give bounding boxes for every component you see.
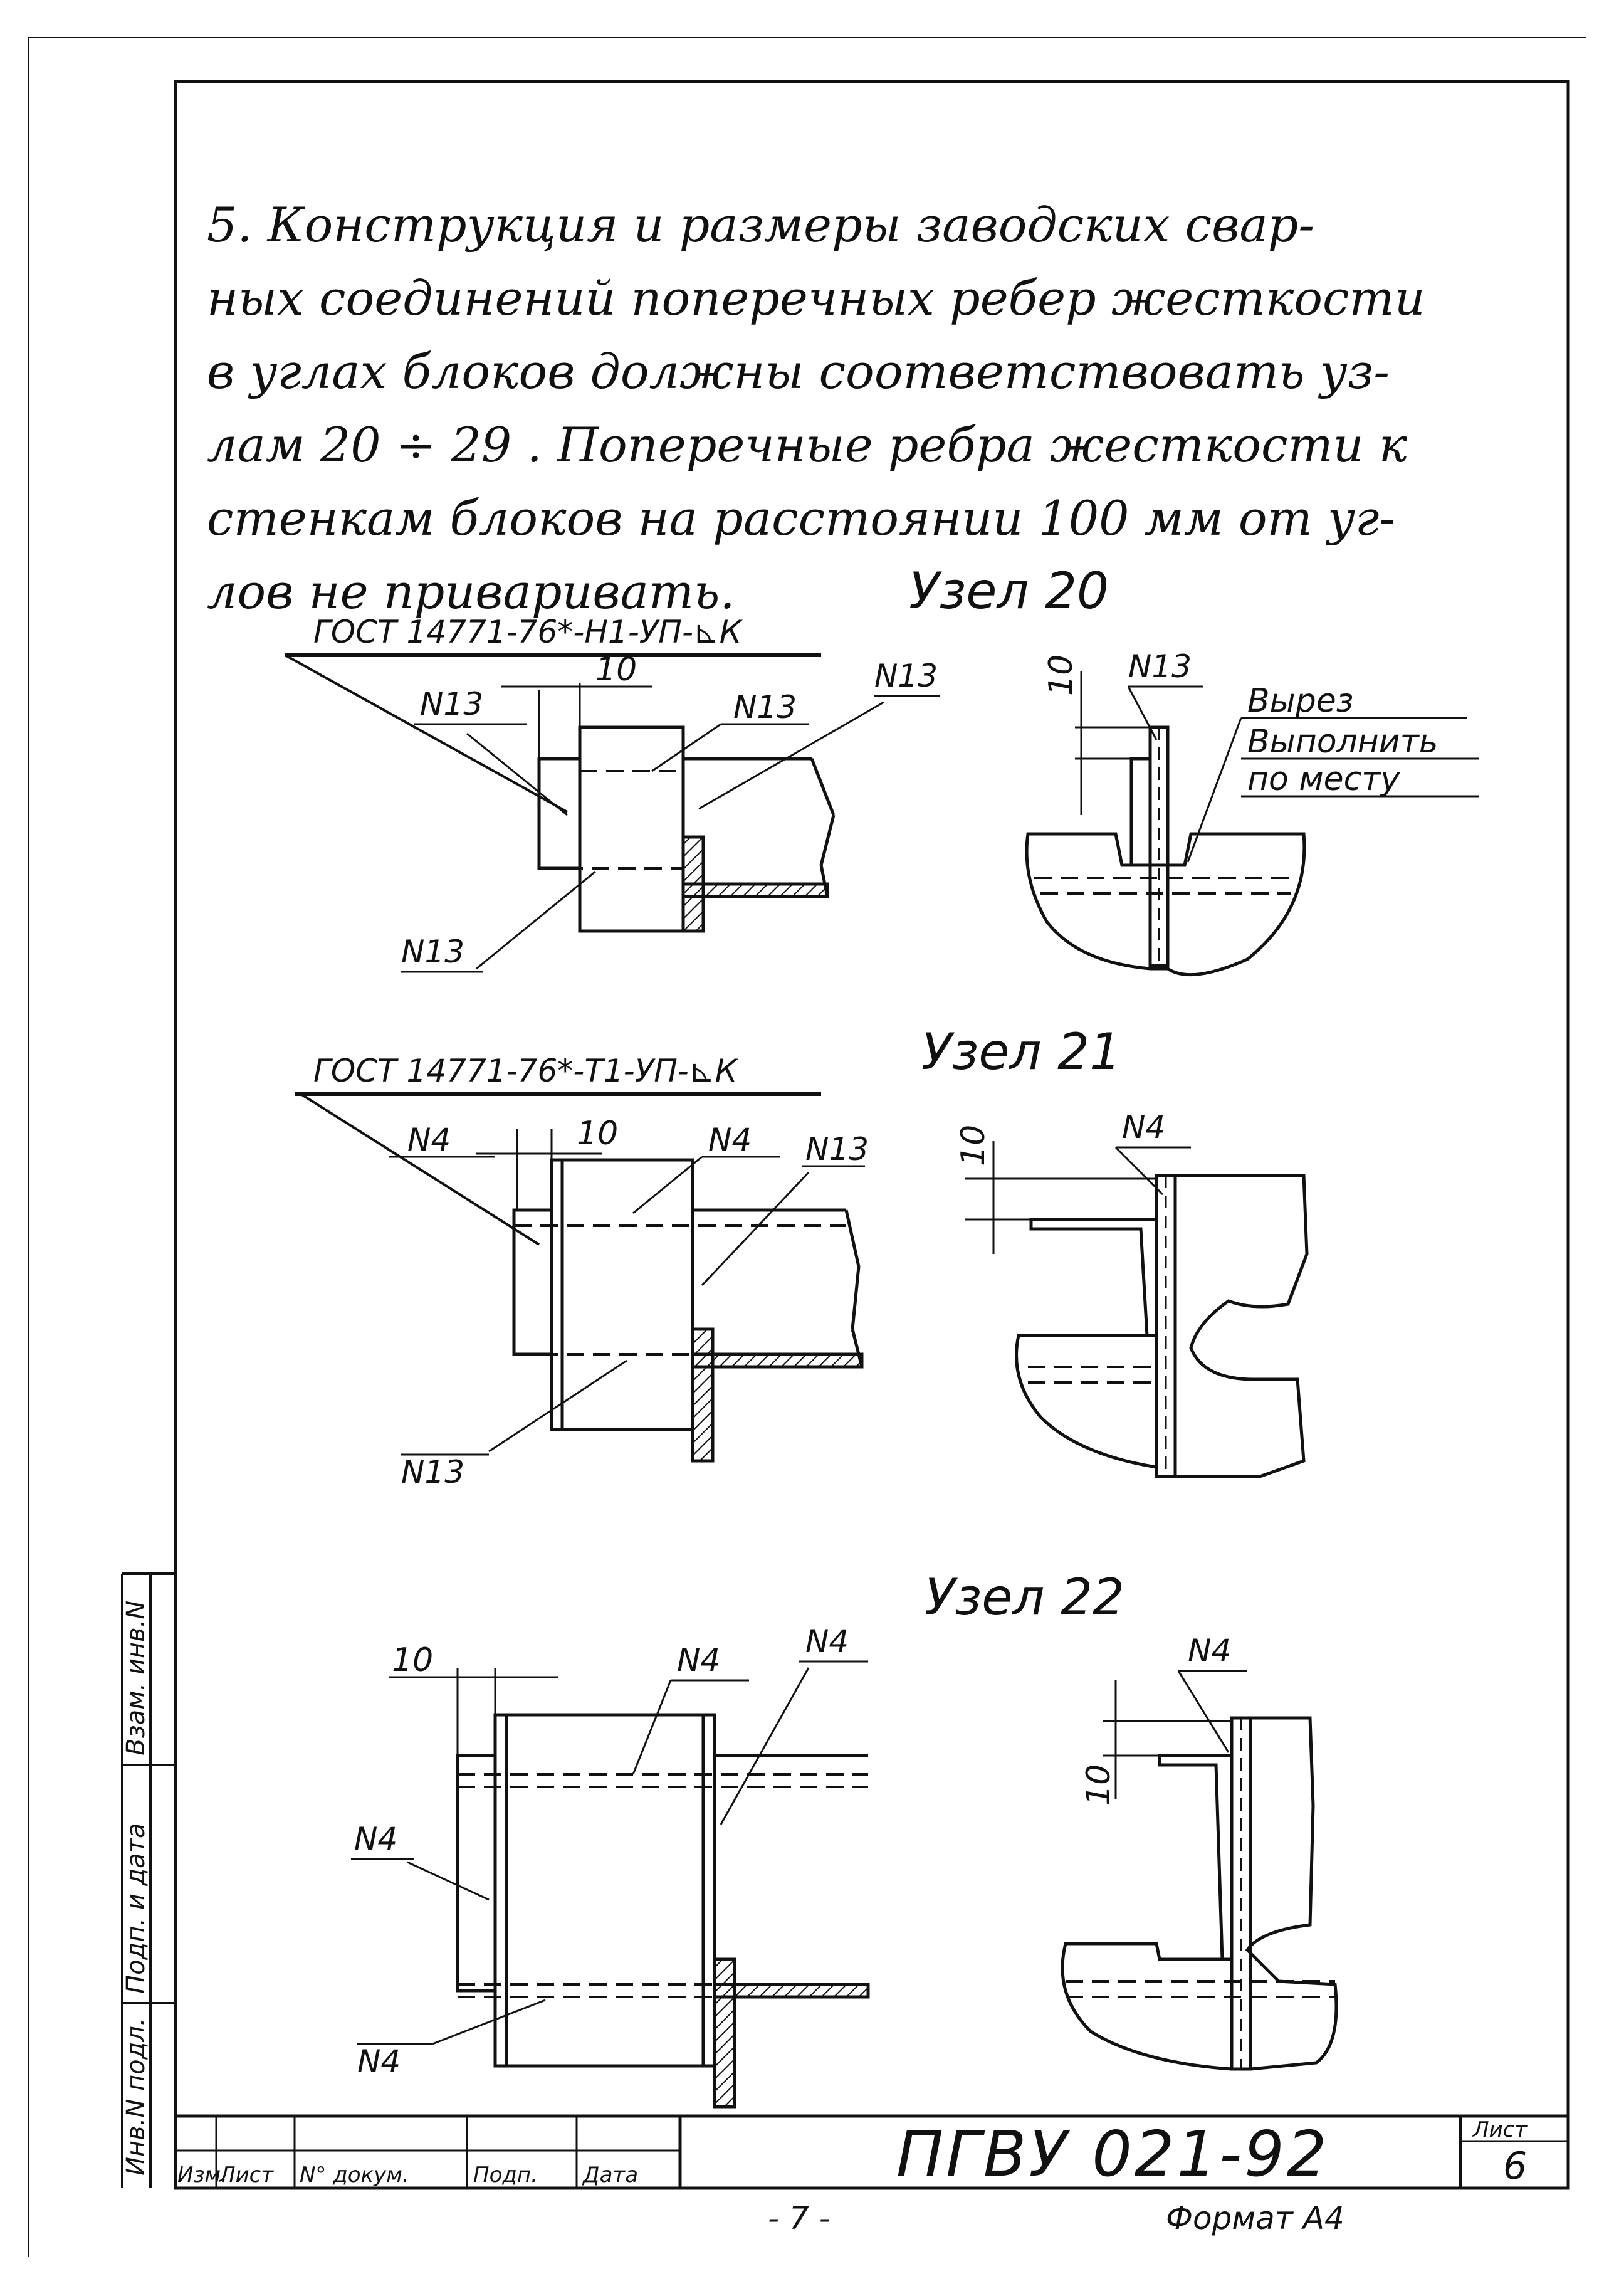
node20-title: Узел 20 <box>909 562 1109 620</box>
node20-detail-mark: N13 <box>1128 648 1192 685</box>
side-stamp-labels: Инв.N подл. Подп. и дата Взам. инв.N <box>122 1601 150 2176</box>
node21-title: Узел 21 <box>921 1023 1121 1081</box>
node21-gost-label: ГОСТ 14771-76*-Т1-УП-⊾К <box>313 1053 739 1089</box>
side-label-sign: Подп. и дата <box>122 1823 150 1994</box>
node21-mark-4: N13 <box>401 1454 464 1490</box>
node20-left-view: ГОСТ 14771-76*-Н1-УП-⊾К 10 N13 N13 N13 N… <box>285 614 940 973</box>
sheet-frame <box>28 37 1586 2257</box>
col-sign: Подп. <box>473 2162 538 2188</box>
node20-mark-4: N13 <box>401 934 464 970</box>
paragraph-line: лов не приваривать. <box>207 564 735 619</box>
sheet-label: Лист <box>1472 2117 1528 2142</box>
doc-code: ПГВУ 021-92 <box>896 2117 1329 2191</box>
node20-note-1: Вырез <box>1247 682 1353 720</box>
node20-gost-label: ГОСТ 14771-76*-Н1-УП-⊾К <box>313 614 743 650</box>
node22-detail-view: 10 N4 <box>1061 1633 1338 2071</box>
node22-detail-dim: 10 <box>1080 1764 1118 1806</box>
side-label-replace: Взам. инв.N <box>122 1601 150 1756</box>
node21-detail-mark: N4 <box>1122 1109 1165 1145</box>
paragraph-line: в углах блоков должны соответствовать уз… <box>207 344 1390 399</box>
side-label-inv: Инв.N подл. <box>122 2018 150 2176</box>
node21-left-view: ГОСТ 14771-76*-Т1-УП-⊾К 10 N4 N4 N13 N13 <box>295 1053 869 1490</box>
side-stamp <box>121 1572 176 2188</box>
col-list: Лист <box>218 2162 274 2188</box>
node20-detail-view: 10 N13 Вырез Выполнить по месту <box>1025 648 1479 977</box>
node20-mark-2: N13 <box>733 689 797 725</box>
title-block <box>176 2114 1568 2188</box>
paragraph-line: 5. Конструкция и размеры заводских свар- <box>207 197 1314 253</box>
node20-mark-3: N13 <box>874 658 938 694</box>
node21-mark-1: N4 <box>407 1122 451 1158</box>
paragraph-line: ных соединений поперечных ребер жесткост… <box>207 270 1425 326</box>
format-label: Формат А4 <box>1166 2200 1344 2236</box>
node22-detail-mark: N4 <box>1188 1633 1231 1669</box>
node22-mark-3: N4 <box>354 1821 397 1857</box>
node22-dim-10: 10 <box>392 1641 433 1679</box>
node22-mark-1: N4 <box>677 1642 720 1678</box>
node22-mark-2: N4 <box>805 1623 849 1660</box>
node22-mark-4: N4 <box>357 2043 401 2080</box>
node21-detail-dim: 10 <box>955 1125 992 1166</box>
sheet-number: 6 <box>1503 2144 1527 2188</box>
node21-dim-10: 10 <box>577 1115 618 1152</box>
col-izm: Изм. <box>177 2162 228 2188</box>
paragraph-line: стенкам блоков на расстоянии 100 мм от у… <box>207 490 1396 546</box>
col-date: Дата <box>582 2162 638 2188</box>
node20-mark-1: N13 <box>420 686 483 722</box>
page-number: - 7 - <box>768 2200 831 2236</box>
title-block-labels: Изм. Лист N° докум. Подп. Дата ПГВУ 021-… <box>177 2117 1528 2191</box>
node20-detail-dim: 10 <box>1042 655 1080 696</box>
node21-detail-view: 10 N4 <box>955 1109 1309 1478</box>
col-doc: N° докум. <box>300 2162 409 2188</box>
paragraph-line: лам 20 ÷ 29 . Поперечные ребра жесткости… <box>207 417 1408 473</box>
paragraph-text: 5. Конструкция и размеры заводских свар-… <box>207 188 1523 628</box>
node21-mark-3: N13 <box>805 1131 869 1167</box>
node22-left-view: 10 N4 N4 N4 N4 <box>351 1623 870 2109</box>
node21-mark-2: N4 <box>708 1122 752 1158</box>
node20-dim-10: 10 <box>595 651 637 688</box>
node20-note-2: Выполнить <box>1247 723 1438 761</box>
node22-title: Узел 22 <box>925 1568 1124 1626</box>
node20-note-3: по месту <box>1247 761 1400 798</box>
